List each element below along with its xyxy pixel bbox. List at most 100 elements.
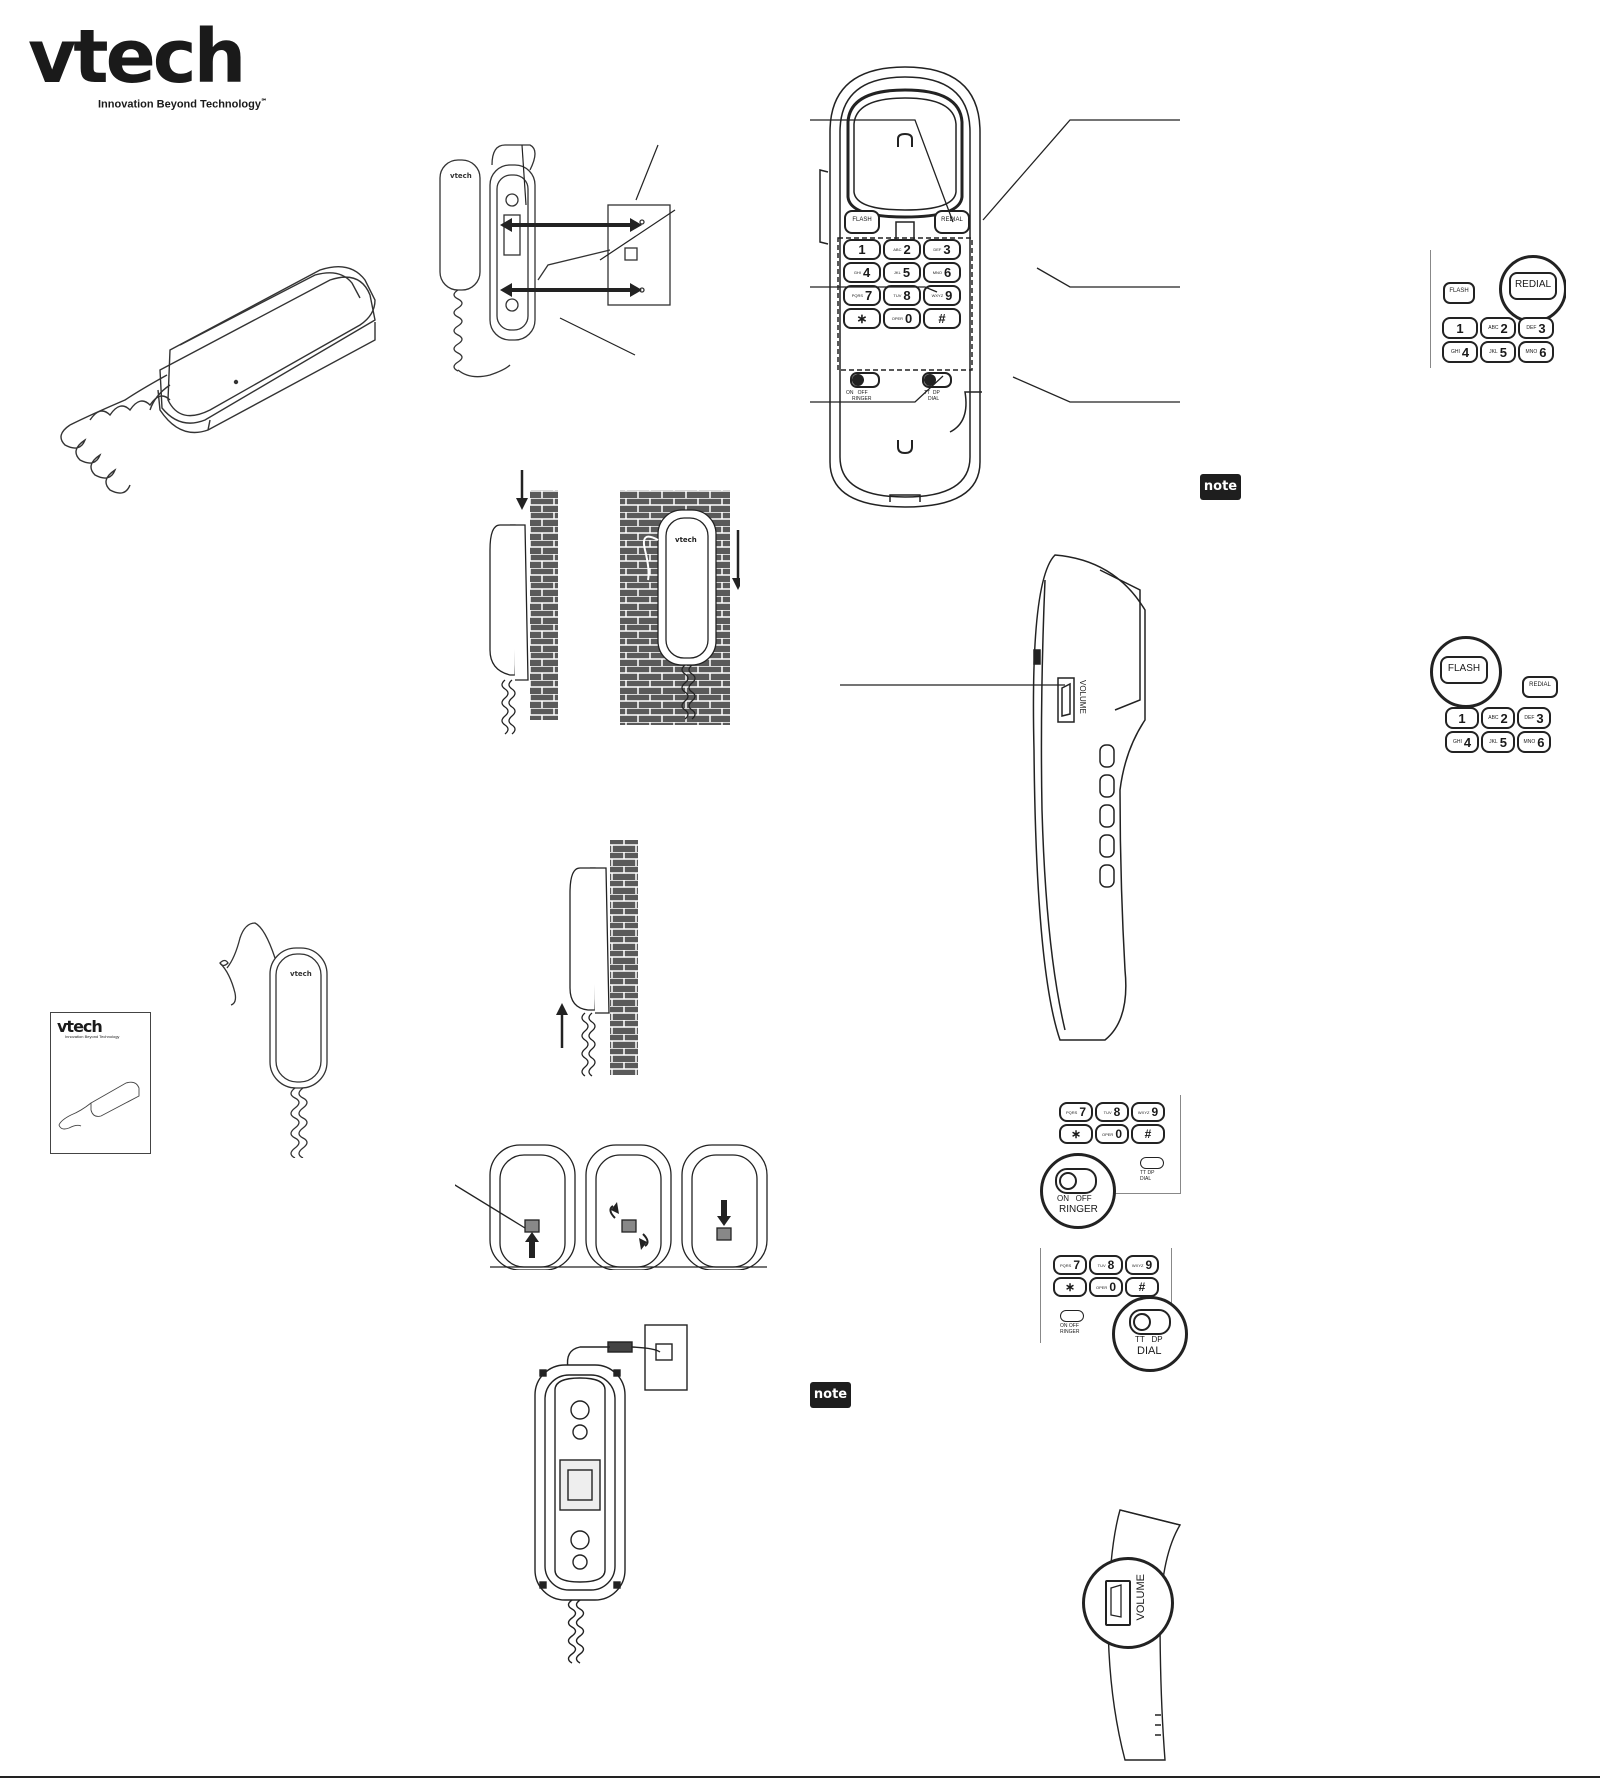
key-letters: ABC: [893, 247, 902, 252]
tagline-text: Innovation Beyond Technology: [98, 98, 261, 111]
key-0[interactable]: 1: [1442, 317, 1478, 339]
key-0[interactable]: 1: [843, 239, 881, 260]
dial-zoom-label: DIAL: [1137, 1345, 1162, 1357]
zoom2-flash-label: FLASH: [1447, 663, 1481, 674]
key-11[interactable]: #: [1131, 1124, 1165, 1144]
key-digit: 3: [1536, 710, 1544, 726]
key-letters: ABC: [1488, 715, 1499, 721]
key-letters: GHI: [853, 270, 861, 275]
dial-zoom-frame: [1040, 1248, 1172, 1343]
key-9[interactable]: ∗: [1053, 1277, 1087, 1297]
key-0[interactable]: 1: [1445, 707, 1479, 729]
key-11[interactable]: #: [923, 308, 961, 329]
key-11[interactable]: #: [1125, 1277, 1159, 1297]
dial-dp-label: DP: [932, 390, 940, 396]
zoom-redial-label: REDIAL: [1514, 279, 1552, 290]
flash-button[interactable]: FLASH: [844, 210, 880, 234]
wall-mount-exploded-illustration: vtech: [430, 130, 680, 400]
zoom-redial-button[interactable]: REDIAL: [1509, 272, 1557, 300]
ringer-zoom-tt: TT: [1140, 1170, 1147, 1176]
ringer-zoom-dial-label: DIAL: [1140, 1176, 1152, 1182]
wall-mount-install-illustration: vtech: [470, 470, 740, 740]
key-letters: JKL: [893, 270, 901, 275]
handset-side-view-illustration: VOLUME: [1020, 550, 1180, 1050]
dial-zoom-tt: TT: [1135, 1335, 1145, 1344]
dial-zoom-slider[interactable]: [1129, 1309, 1171, 1335]
ringer-off-label: OFF: [857, 390, 868, 396]
wall-unmount-illustration: [540, 838, 650, 1088]
ringer-switch-knob: [852, 374, 864, 386]
volume-control-button[interactable]: [1105, 1580, 1131, 1626]
ringer-zoom-slider[interactable]: [1055, 1168, 1097, 1194]
key-digit: 9: [945, 288, 953, 303]
handset-with-cords-illustration: vtech: [215, 918, 345, 1158]
note-badge-2: note: [810, 1382, 851, 1408]
dial-switch[interactable]: TT DP DIAL: [918, 372, 958, 402]
zoom2-flash-button[interactable]: FLASH: [1440, 656, 1488, 684]
key-letters: ABC: [1488, 325, 1499, 331]
logo-tagline: Innovation Beyond Technology℠: [98, 98, 267, 111]
ringer-switch-options: ON OFF: [846, 390, 886, 396]
dial-switch-slider[interactable]: [922, 372, 952, 388]
ringer-switch-slider[interactable]: [850, 372, 880, 388]
manual-logo: vtech: [57, 1017, 103, 1036]
key-letters: TUV: [893, 293, 902, 298]
key-digit: 3: [1538, 320, 1546, 336]
dial-zoom-off: OFF: [1068, 1323, 1079, 1329]
page-bottom-rule: [0, 1776, 1600, 1778]
zoom2-redial-button[interactable]: REDIAL: [1522, 676, 1558, 698]
manual-tagline: Innovation Beyond Technology: [65, 1034, 120, 1039]
ringer-zoom-frame: [1060, 1095, 1181, 1194]
dial-zoom-dp: DP: [1151, 1335, 1163, 1344]
key-9[interactable]: ∗: [1059, 1124, 1093, 1144]
key-letters: WXYZ: [1137, 1109, 1150, 1115]
zoom-flash-button[interactable]: FLASH: [1443, 282, 1475, 304]
key-letters: OPER: [1101, 1131, 1114, 1137]
key-letters: JKL: [1489, 739, 1498, 745]
key-digit: 4: [1461, 344, 1470, 360]
key-digit: 6: [1539, 344, 1547, 360]
key-digit: #: [938, 311, 946, 326]
key-digit: 0: [1115, 1127, 1123, 1141]
ringer-switch[interactable]: ON OFF RINGER: [846, 372, 886, 402]
key-digit: 9: [1145, 1258, 1153, 1272]
logo-wordmark: vtech: [28, 14, 246, 100]
key-digit: 8: [1113, 1105, 1121, 1119]
volume-highlight-circle: VOLUME: [1082, 1557, 1174, 1649]
key-digit: 7: [1079, 1105, 1087, 1119]
key-letters: DEF: [933, 247, 942, 252]
key-letters: OPER: [891, 316, 904, 321]
key-9[interactable]: ∗: [843, 308, 881, 329]
redial-button[interactable]: REDIAL: [934, 210, 970, 234]
